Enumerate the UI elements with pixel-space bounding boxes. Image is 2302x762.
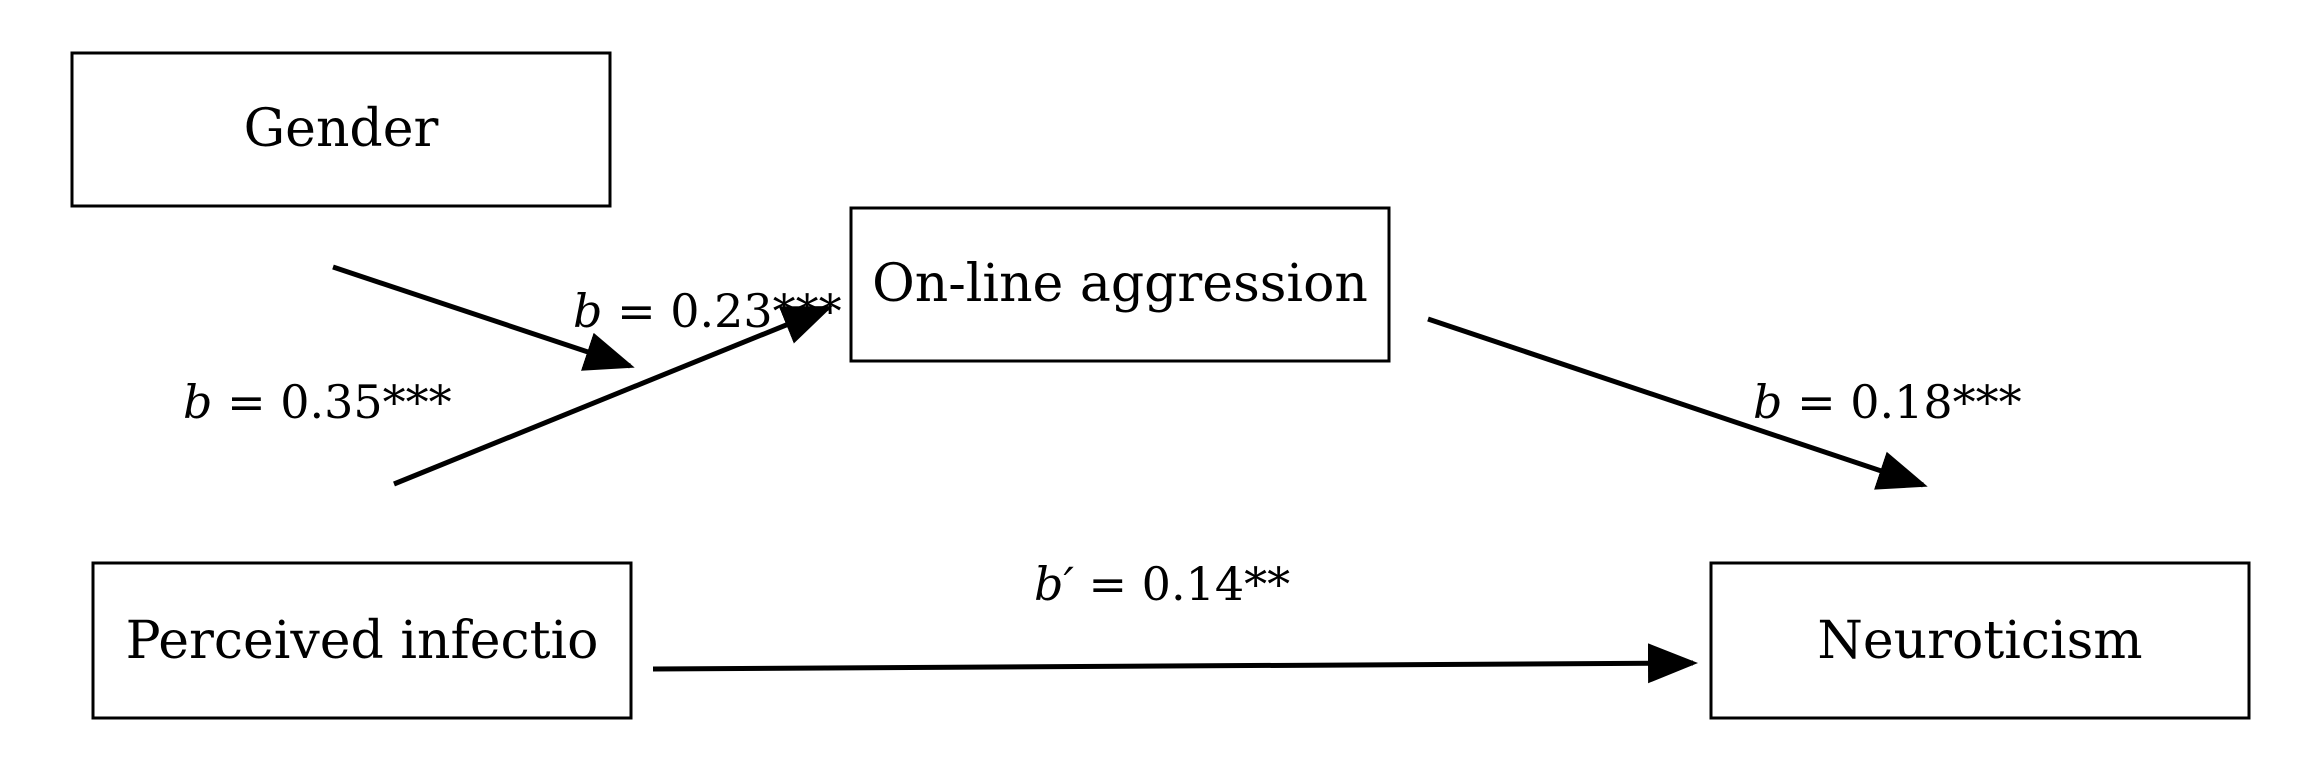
node-online-aggression-box [849, 206, 1391, 363]
arrow-infection-to-aggression [393, 305, 833, 487]
coef-value: = 0.14** [1074, 557, 1290, 611]
node-neuroticism-box [1709, 561, 2251, 720]
coef-symbol: b [573, 284, 602, 338]
arrow-aggression-to-neuroticism [1427, 316, 1928, 490]
coef-value: = 0.18*** [1782, 375, 2021, 429]
coef-value: = 0.35*** [212, 375, 451, 429]
coef-label-direct-effect: b′ = 0.14** [1034, 557, 1290, 611]
coef-value: = 0.23*** [602, 284, 841, 338]
coef-label-infection-aggression: b = 0.23*** [573, 284, 842, 338]
node-neuroticism: Neuroticism [1709, 561, 2251, 720]
coef-label-gender: b = 0.35*** [183, 375, 452, 429]
coef-label-aggression-neuroticism: b = 0.18*** [1753, 375, 2022, 429]
node-perceived-infection-box [91, 561, 633, 720]
node-online-aggression: On-line aggression [849, 206, 1391, 363]
node-gender-box [70, 51, 612, 208]
node-online-aggression-label: On-line aggression [872, 254, 1368, 314]
coef-symbol: b′ [1034, 557, 1074, 611]
node-neuroticism-label: Neuroticism [1817, 611, 2142, 671]
node-gender: Gender [70, 51, 612, 208]
arrow-infection-to-neuroticism [652, 643, 1698, 684]
node-perceived-infection: Perceived infectio [91, 561, 633, 720]
node-perceived-infection-label: Perceived infectio [126, 611, 599, 671]
coef-symbol: b [1753, 375, 1782, 429]
arrow-gender-moderation [332, 264, 635, 371]
coef-symbol: b [183, 375, 212, 429]
node-gender-label: Gender [244, 99, 439, 159]
